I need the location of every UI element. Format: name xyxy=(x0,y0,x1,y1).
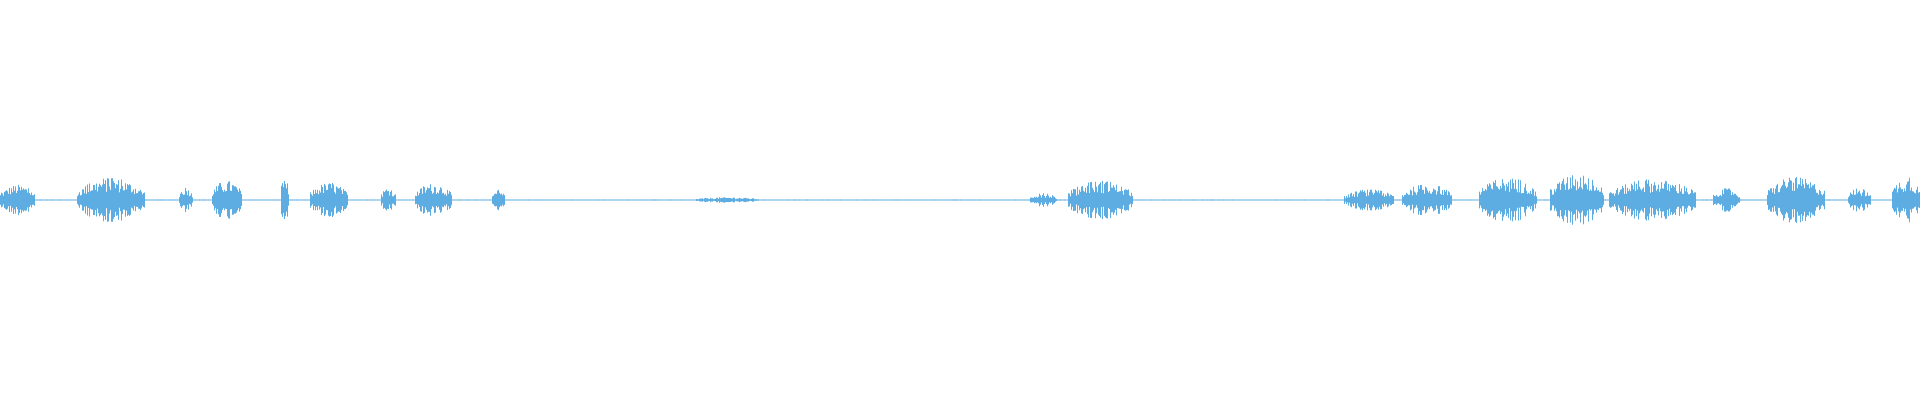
waveform-peak-path xyxy=(0,175,1920,225)
waveform-peaks xyxy=(0,175,1920,225)
